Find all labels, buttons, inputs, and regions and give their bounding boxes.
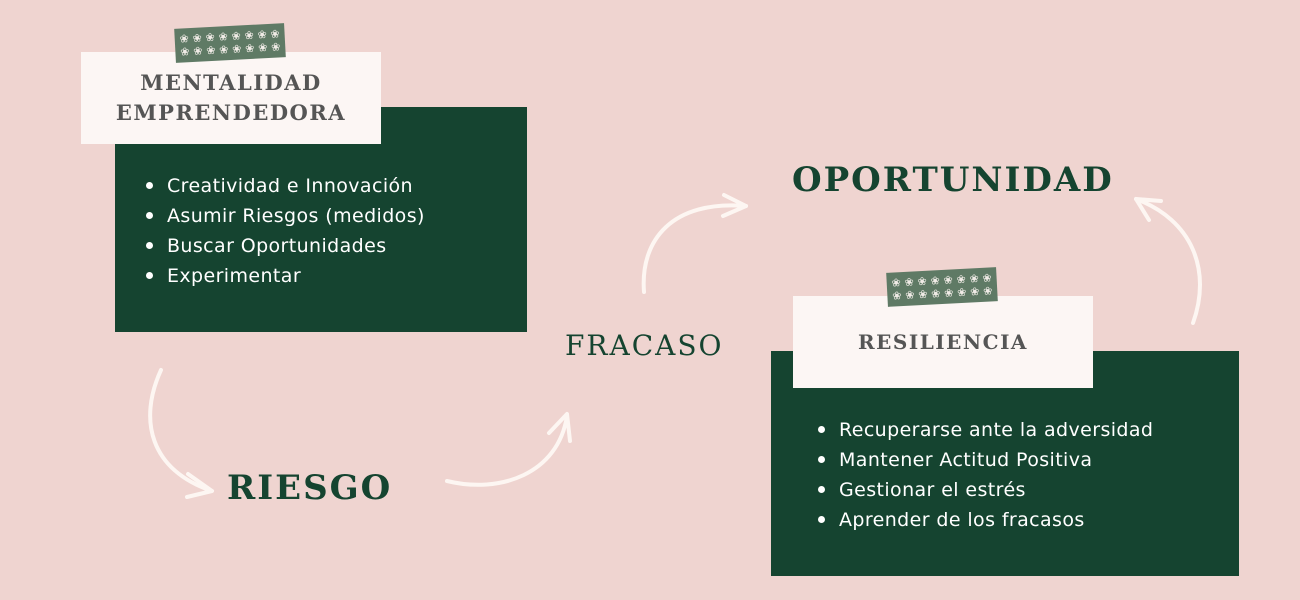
arrow-mentalidad-to-riesgo	[148, 368, 214, 499]
arrow-fracaso-to-oportunidad	[641, 193, 748, 294]
list-item: Buscar Oportunidades	[145, 231, 425, 261]
list-item: Asumir Riesgos (medidos)	[145, 201, 425, 231]
mentalidad-title-line2: EMPRENDEDORA	[115, 100, 347, 125]
resiliencia-list: Recuperarse ante la adversidad Mantener …	[817, 415, 1153, 535]
resiliencia-panel: Recuperarse ante la adversidad Mantener …	[771, 351, 1239, 576]
mentalidad-title-line1: MENTALIDAD	[140, 70, 322, 95]
oportunidad-label: OPORTUNIDAD	[792, 160, 1114, 200]
mentalidad-title-card: MENTALIDAD EMPRENDEDORA	[81, 52, 381, 144]
arrow-resiliencia-to-oportunidad	[1134, 197, 1202, 325]
resiliencia-title: RESILIENCIA	[858, 330, 1028, 354]
fracaso-label: FRACASO	[565, 329, 724, 362]
riesgo-label: RIESGO	[227, 468, 393, 508]
mentalidad-panel: Creatividad e Innovación Asumir Riesgos …	[115, 107, 527, 332]
arrow-riesgo-to-fracaso	[445, 412, 572, 487]
list-item: Creatividad e Innovación	[145, 171, 425, 201]
list-item: Experimentar	[145, 261, 425, 291]
list-item: Mantener Actitud Positiva	[817, 445, 1153, 475]
resiliencia-title-card: RESILIENCIA	[793, 296, 1093, 388]
mentalidad-list: Creatividad e Innovación Asumir Riesgos …	[145, 171, 425, 291]
list-item: Gestionar el estrés	[817, 475, 1153, 505]
list-item: Recuperarse ante la adversidad	[817, 415, 1153, 445]
list-item: Aprender de los fracasos	[817, 505, 1153, 535]
